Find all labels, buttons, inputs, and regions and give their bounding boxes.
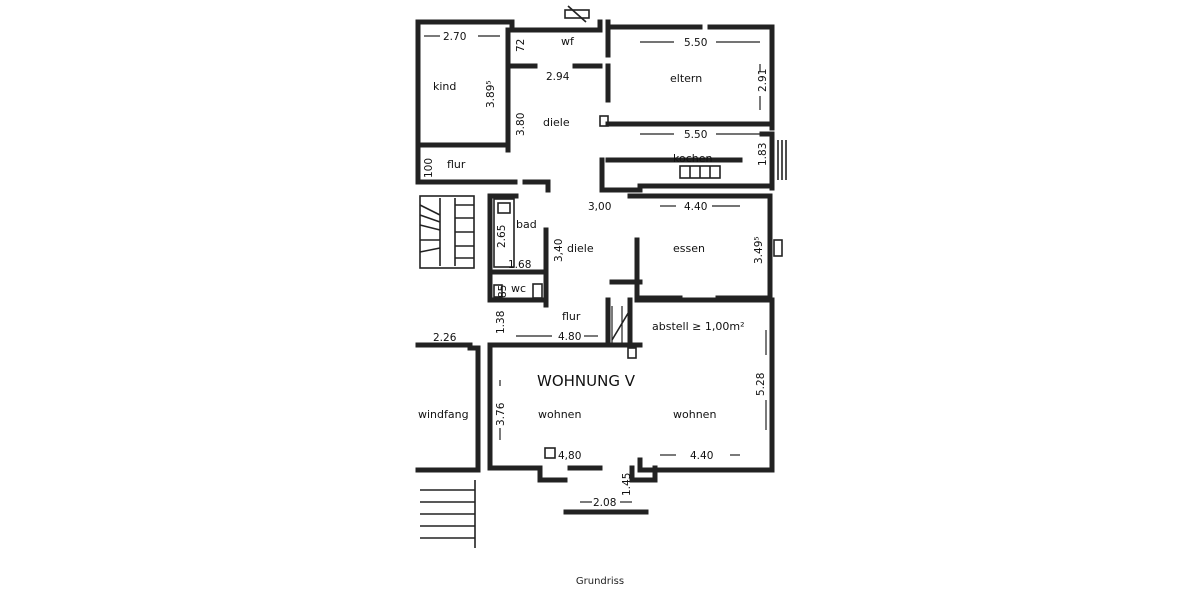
room-label-diele-mid: diele [567, 242, 594, 255]
room-label-kind: kind [433, 80, 456, 93]
plan-title: WOHNUNG V [537, 372, 636, 390]
room-label-bad: bad [516, 218, 537, 231]
walls [415, 19, 775, 515]
room-labels: kind wf eltern diele flur kochen bad die… [418, 35, 744, 421]
dim-2-91: 2.91 [757, 69, 769, 92]
dim-3-40: 3,40 [553, 239, 565, 262]
dim-5-50-mid: 5.50 [684, 129, 707, 141]
dimension-lines [424, 35, 767, 503]
room-label-flur-mid: flur [562, 310, 581, 323]
dim-2-65: 2.65 [496, 225, 508, 248]
dim-2-70: 2.70 [443, 31, 466, 43]
fixtures [419, 5, 787, 548]
room-label-windfang: windfang [418, 408, 469, 421]
room-label-wohnen-left: wohnen [538, 408, 581, 421]
dim-1-38: 1.38 [495, 311, 507, 334]
dim-4-40-top: 4.40 [684, 201, 707, 213]
dim-2-08: 2.08 [593, 497, 616, 509]
room-label-eltern: eltern [670, 72, 702, 85]
dimension-labels-vertical: 3.89⁵ 72 2.91 3.80 1.83 100 2.65 3,40 3.… [423, 39, 769, 496]
room-label-essen: essen [673, 242, 705, 255]
dim-4-80-mid: 4.80 [558, 331, 581, 343]
dim-72: 72 [515, 39, 527, 52]
dim-85: 85 [497, 285, 509, 298]
dim-4-40-bottom: 4.40 [690, 450, 713, 462]
dim-4-80-bottom: 4,80 [558, 450, 581, 462]
room-label-diele-top: diele [543, 116, 570, 129]
dim-2-26: 2.26 [433, 332, 457, 344]
dim-5-28: 5.28 [755, 373, 767, 396]
room-label-wc: wc [511, 282, 526, 295]
dim-3-89: 3.89⁵ [485, 80, 497, 108]
room-label-wf: wf [561, 35, 575, 48]
dim-3-49: 3.49⁵ [753, 236, 765, 264]
dim-3-00: 3,00 [588, 201, 611, 213]
room-label-abstell: abstell ≥ 1,00m² [652, 320, 744, 333]
room-label-wohnen-right: wohnen [673, 408, 716, 421]
dim-1-83: 1.83 [757, 143, 769, 166]
dim-1-45: 1.45 [621, 473, 633, 496]
dim-5-50-top: 5.50 [684, 37, 707, 49]
dim-100: 100 [423, 158, 435, 178]
staircase-lower [420, 480, 476, 548]
staircase-upper [419, 195, 475, 269]
room-label-flur-top: flur [447, 158, 466, 171]
room-label-kochen: kochen [673, 152, 712, 165]
dimension-labels: 2.70 5.50 2.94 5.50 3,00 4.40 1.68 4.80 … [433, 31, 713, 509]
dim-3-76: 3.76 [495, 402, 507, 426]
dim-2-94: 2.94 [546, 71, 570, 83]
dim-1-68: 1.68 [508, 259, 531, 271]
dim-3-80: 3.80 [515, 113, 527, 136]
plan-caption: Grundriss [575, 576, 625, 587]
